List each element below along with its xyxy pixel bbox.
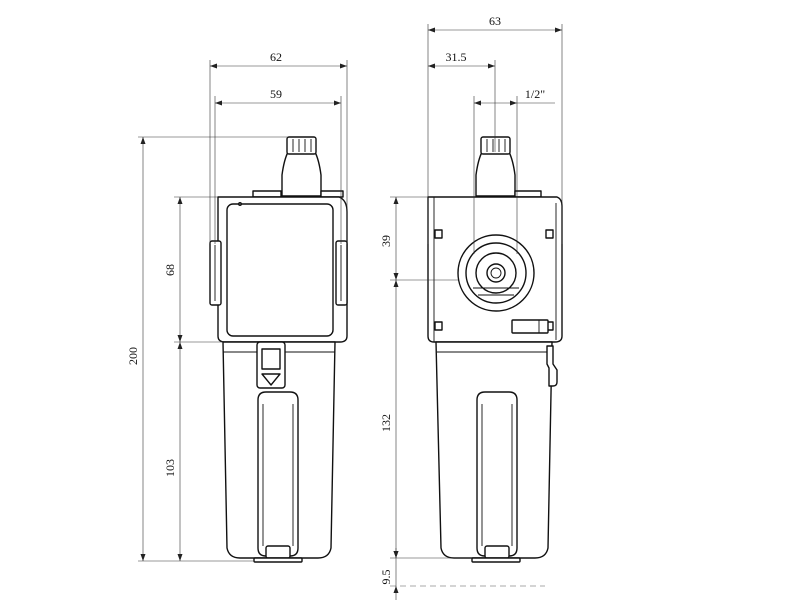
front-top-pad-right <box>320 190 344 198</box>
side-dimensions: 63 31.5 1/2" 39 132 9.5 <box>379 14 563 600</box>
front-bowl <box>222 341 336 563</box>
dim-upper-body-height: 68 <box>163 264 177 276</box>
front-port-left <box>209 240 222 306</box>
front-top-pad-left <box>252 190 282 198</box>
dim-bowl-height: 103 <box>163 459 177 477</box>
front-lock-button <box>256 341 286 389</box>
dim-port-size: 1/2" <box>525 87 545 101</box>
front-port-right <box>335 240 348 306</box>
dim-width-outer: 62 <box>270 50 282 64</box>
side-top-pad <box>514 190 542 198</box>
side-adjust-knob <box>475 136 516 197</box>
side-upper-body <box>427 196 563 343</box>
front-view <box>209 136 348 563</box>
front-upper-body <box>217 196 348 343</box>
dim-drain-clearance: 9.5 <box>379 570 393 585</box>
dim-width-inner: 59 <box>270 87 282 101</box>
dim-width-overall: 63 <box>489 14 501 28</box>
side-bowl <box>435 341 553 563</box>
dim-port-offset: 31.5 <box>446 50 467 64</box>
side-lock-lever <box>546 345 558 387</box>
dim-lower-height: 132 <box>379 414 393 432</box>
side-view <box>427 136 563 563</box>
dim-total-height: 200 <box>126 347 140 365</box>
front-dimensions: 62 59 200 68 103 <box>126 50 348 562</box>
dim-port-height: 39 <box>379 235 393 247</box>
front-adjust-knob <box>281 136 322 197</box>
